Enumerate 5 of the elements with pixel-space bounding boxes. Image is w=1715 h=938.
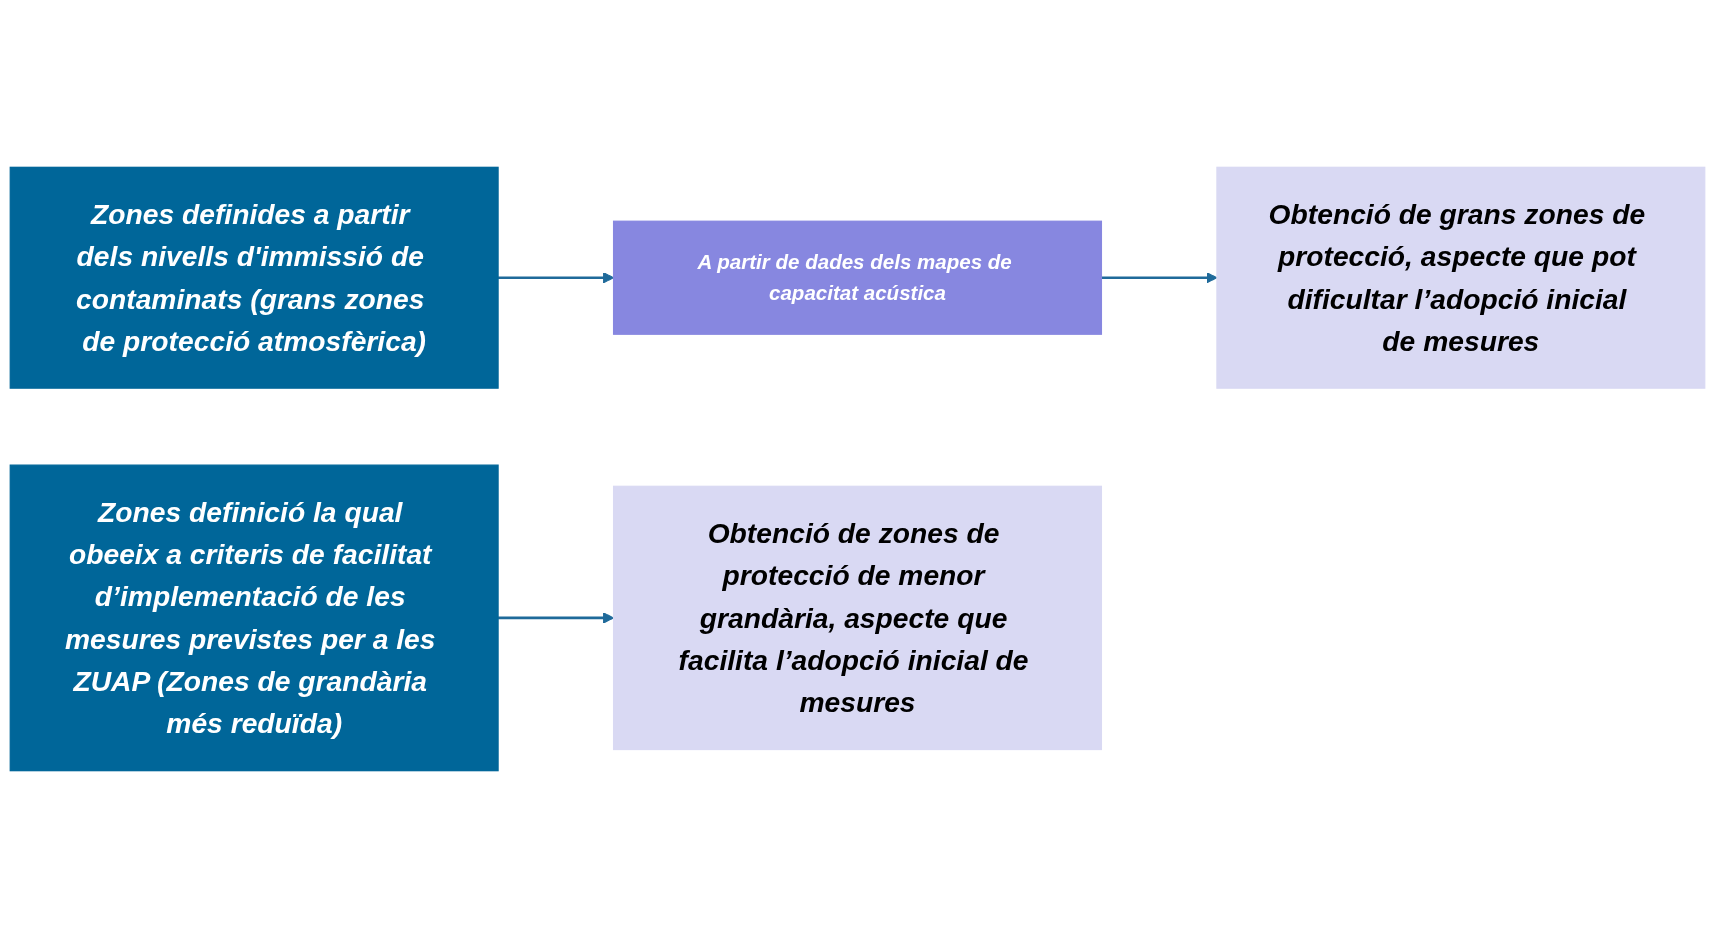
node-box: A partir de dades dels mapes de capacitat acústica xyxy=(612,220,1103,335)
node-box: Zones definides a partir dels nivells d'immissió de contaminats (grans zones de protecció atmosfèrica) xyxy=(9,166,499,389)
node-box: Zones definició la qual obeeix a criteris de facilitat d’implementació de les mesures previstes per a les ZUAP (Zones de grandària més reduïda) xyxy=(9,464,499,772)
node-box: Obtenció de zones de protecció de menor grandària, aspecte que facilita l’adopció inicial de mesures xyxy=(612,485,1103,751)
node-box: Obtenció de grans zones de protecció, aspecte que pot dificultar l’adopció inicial de mesures xyxy=(1216,166,1706,389)
